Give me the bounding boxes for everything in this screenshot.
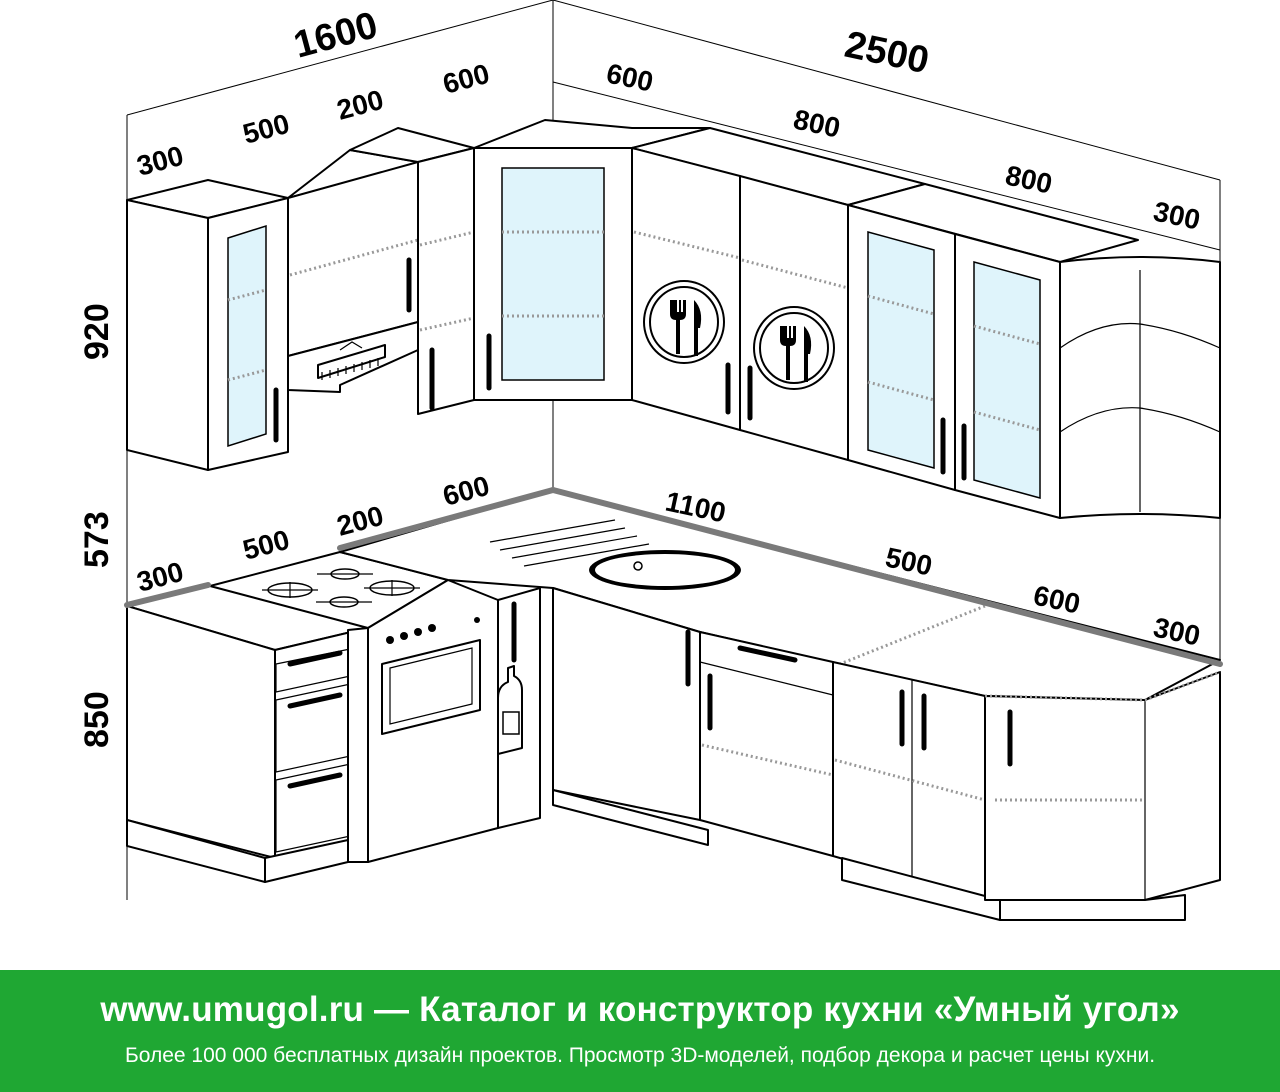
upper-cabinets xyxy=(126,119,1221,519)
base-cabinets xyxy=(124,487,1223,921)
bottle-icon xyxy=(497,665,523,755)
footer-banner: www.umugol.ru — Каталог и конструктор ку… xyxy=(0,970,1280,1092)
upper-right-dim-4: 300 xyxy=(1151,196,1203,236)
upper-left-dim-3: 200 xyxy=(334,84,387,126)
upper-left-dim-2: 500 xyxy=(240,108,293,150)
upper-right-dim-3: 800 xyxy=(1003,160,1055,200)
cutlery-plate-icon xyxy=(753,306,835,390)
height-upper: 920 xyxy=(78,303,116,360)
upper-left-dim-4: 600 xyxy=(440,58,493,100)
upper-left-dim-1: 300 xyxy=(134,140,187,182)
kitchen-diagram: 1600 2500 920 573 850 300 500 200 600 60… xyxy=(78,0,1223,921)
footer-title[interactable]: www.umugol.ru — Каталог и конструктор ку… xyxy=(100,990,1180,1029)
sink-icon xyxy=(589,550,741,590)
range-hood-icon xyxy=(287,321,419,393)
overall-left-width: 1600 xyxy=(289,4,382,66)
height-backsplash: 573 xyxy=(78,511,116,568)
overall-right-width: 2500 xyxy=(841,24,932,83)
height-base: 850 xyxy=(78,691,116,748)
cutlery-plate-icon xyxy=(643,280,725,364)
upper-right-dim-1: 600 xyxy=(604,58,656,98)
upper-right-dim-2: 800 xyxy=(791,104,843,144)
base-left-dim-2: 500 xyxy=(240,524,293,566)
footer-subtitle: Более 100 000 бесплатных дизайн проектов… xyxy=(124,1044,1156,1067)
